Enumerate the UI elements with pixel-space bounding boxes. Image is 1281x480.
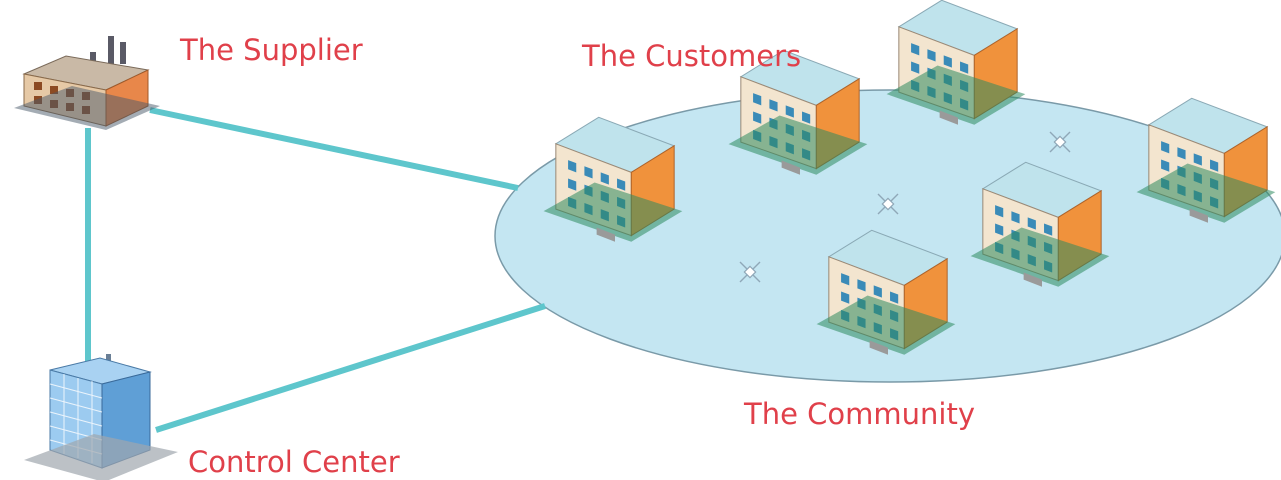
label-control-center: Control Center (188, 445, 400, 479)
link-supplier-community (149, 107, 519, 191)
connections (85, 107, 546, 433)
label-supplier: The Supplier (179, 33, 363, 67)
label-customers: The Customers (581, 39, 801, 73)
label-community: The Community (743, 397, 975, 431)
factory-icon (14, 36, 160, 130)
office-tower-icon (24, 354, 178, 480)
link-control-community (155, 303, 546, 433)
